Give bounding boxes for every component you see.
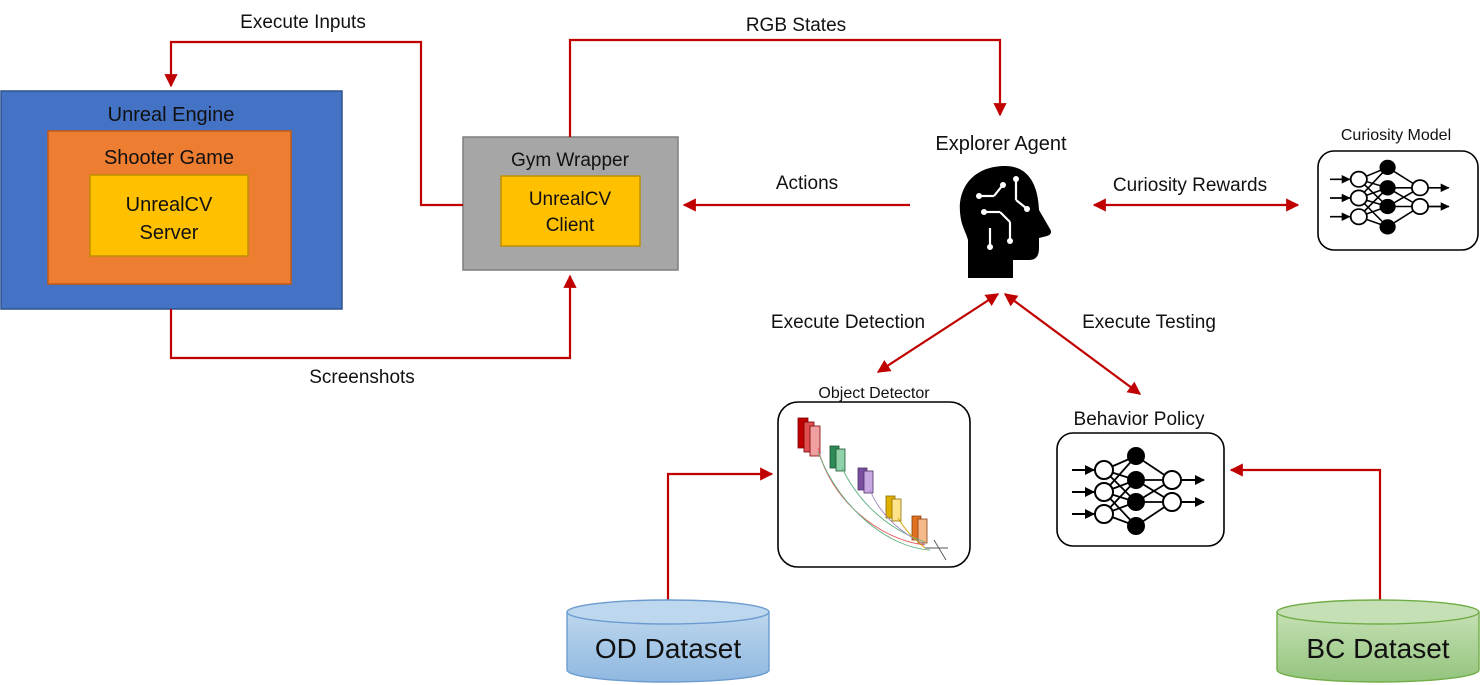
behavior-policy-label: Behavior Policy — [1074, 409, 1205, 430]
unreal-engine-label: Unreal Engine — [108, 104, 235, 126]
explorer-agent-label: Explorer Agent — [935, 133, 1067, 155]
rgb-states-arrow — [568, 38, 1007, 137]
curiosity-rewards-label: Curiosity Rewards — [1113, 175, 1267, 196]
od-dataset-arrow — [666, 467, 774, 603]
gym-wrapper-label: Gym Wrapper — [511, 150, 630, 171]
shooter-game-label: Shooter Game — [104, 147, 234, 169]
execute-testing-arrow — [1003, 293, 1142, 395]
curiosity-model-label: Curiosity Model — [1341, 127, 1451, 144]
unrealcv-client-box — [500, 175, 641, 247]
brain-head-icon — [959, 166, 1051, 278]
screenshots-arrow — [169, 274, 577, 360]
od-dataset-cylinder — [566, 599, 770, 683]
object-detector-label: Object Detector — [818, 385, 930, 402]
execute-inputs-arrow — [164, 40, 463, 207]
execute-testing-label: Execute Testing — [1082, 312, 1216, 333]
unrealcv-server-label-1: UnrealCV — [126, 194, 213, 216]
unrealcv-server-label-2: Server — [140, 222, 199, 244]
execute-inputs-label: Execute Inputs — [240, 12, 366, 33]
screenshots-label: Screenshots — [309, 367, 415, 388]
bc-dataset-label: BC Dataset — [1306, 633, 1449, 664]
unrealcv-client-label-1: UnrealCV — [529, 189, 612, 210]
unrealcv-server-box — [89, 174, 249, 257]
execute-detection-label: Execute Detection — [771, 312, 925, 333]
unrealcv-client-label-2: Client — [546, 215, 595, 236]
bc-dataset-cylinder — [1276, 599, 1480, 683]
rgb-states-label: RGB States — [746, 15, 846, 36]
actions-label: Actions — [776, 173, 838, 194]
execute-detection-arrow — [876, 293, 1000, 373]
bc-dataset-arrow — [1229, 463, 1382, 603]
od-dataset-label: OD Dataset — [595, 633, 741, 664]
detector-architecture-icon — [797, 417, 948, 561]
